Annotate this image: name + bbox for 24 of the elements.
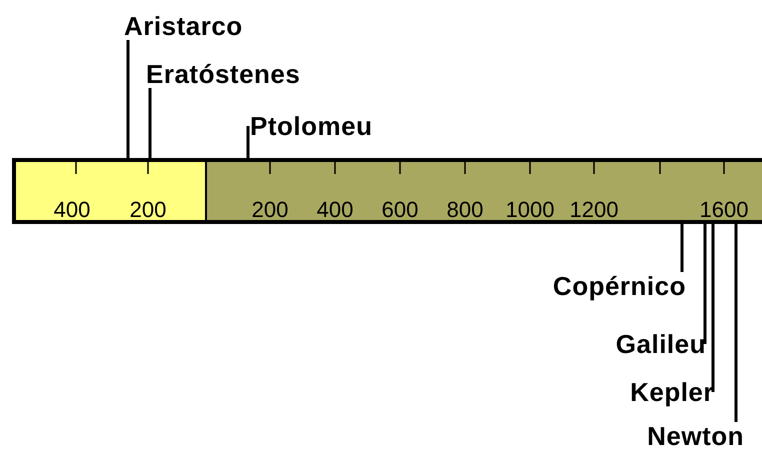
scientist-name: Aristarco — [124, 12, 243, 40]
scientist-name: Eratóstenes — [146, 60, 300, 88]
scientist-name: Kepler — [630, 378, 714, 406]
scientist-name: Newton — [647, 422, 744, 450]
year-label: 1000 — [506, 198, 554, 222]
scientist-name: Copérnico — [552, 272, 686, 300]
scientist-name: Galileu — [616, 330, 706, 358]
year-label: 1200 — [570, 198, 618, 222]
year-label: 400 — [316, 198, 354, 222]
leader-line — [680, 224, 684, 272]
year-label: 200 — [130, 198, 166, 222]
year-label: 1600 — [700, 198, 748, 222]
year-label: 200 — [252, 198, 288, 222]
scientist-name: Ptolomeu — [250, 112, 372, 140]
leader-line — [734, 224, 738, 422]
leader-line — [712, 224, 714, 392]
timeline-bar — [12, 158, 762, 224]
year-label: 400 — [54, 198, 90, 222]
year-label: 600 — [382, 198, 418, 222]
leader-line — [126, 40, 130, 158]
leader-line — [246, 126, 250, 158]
year-label: 800 — [446, 198, 484, 222]
leader-line — [148, 88, 152, 158]
leader-line — [704, 224, 706, 344]
